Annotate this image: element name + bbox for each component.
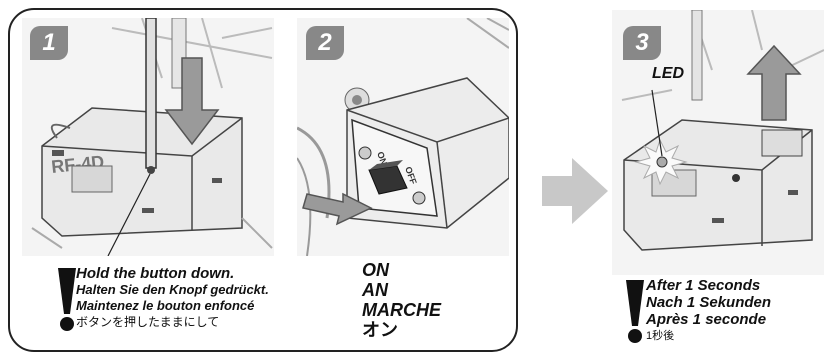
step2-line-on: ON <box>362 260 441 280</box>
step2-line-marche: MARCHE <box>362 300 441 320</box>
step3-caption: After 1 Seconds Nach 1 Sekunden Après 1 … <box>646 277 771 345</box>
exclamation-icon-step3 <box>624 278 646 344</box>
step1-caption-jp: ボタンを押したままにして <box>76 314 269 330</box>
step1-caption: Hold the button down. Halten Sie den Kno… <box>76 265 269 330</box>
step3-caption-de: Nach 1 Sekunden <box>646 294 771 311</box>
exclamation-icon <box>56 266 78 332</box>
step2-caption: ON AN MARCHE オン <box>362 260 441 340</box>
step3-caption-en: After 1 Seconds <box>646 277 771 294</box>
step3-caption-fr: Après 1 seconde <box>646 311 771 328</box>
step2-badge: 2 <box>306 26 344 60</box>
step3-badge: 3 <box>623 26 661 60</box>
next-arrow-icon <box>542 158 608 224</box>
step1-caption-fr: Maintenez le bouton enfoncé <box>76 298 269 314</box>
step1-caption-en: Hold the button down. <box>76 265 269 282</box>
step2-line-an: AN <box>362 280 441 300</box>
step3-caption-jp: 1秒後 <box>646 328 771 345</box>
step1-caption-de: Halten Sie den Knopf gedrückt. <box>76 282 269 298</box>
step1-badge: 1 <box>30 26 68 60</box>
led-label: LED <box>652 65 684 83</box>
step2-line-jp: オン <box>362 320 441 340</box>
